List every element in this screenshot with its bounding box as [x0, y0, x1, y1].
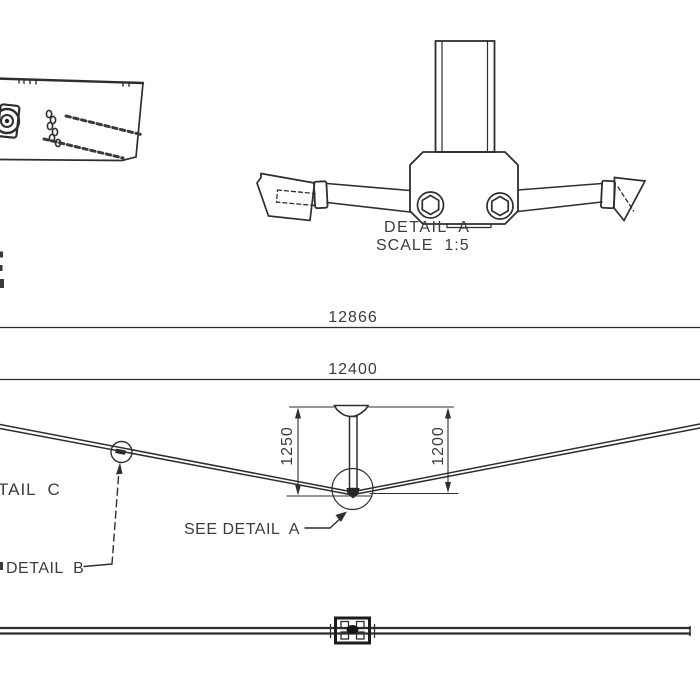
leader-arrow-b — [116, 462, 123, 475]
callout-detail-b: DETAIL B — [6, 560, 85, 577]
clipped-text-fragments — [0, 251, 4, 570]
side-view-partial — [0, 77, 145, 162]
leader-arrow-a — [335, 511, 347, 522]
overall-dimension-lines — [0, 326, 700, 381]
detail-a-circle — [331, 467, 374, 511]
bolt-right — [486, 192, 514, 220]
callout-see-detail-a: SEE DETAIL A — [184, 521, 300, 538]
plan-view — [0, 616, 692, 645]
dim-1200-line — [445, 407, 451, 493]
detail-b-circle — [110, 440, 133, 464]
detail-a-view — [256, 40, 647, 229]
hub-end-view — [0, 103, 21, 139]
dim-right-drop: 1200 — [430, 426, 447, 466]
dim-1250-line — [295, 407, 301, 496]
detail-a-title: DETAIL A — [384, 219, 471, 236]
center-hub-block — [334, 616, 371, 645]
bolt-left — [416, 191, 445, 219]
detail-a-scale: SCALE 1:5 — [376, 237, 470, 254]
dim-left-drop: 1250 — [279, 426, 296, 466]
callout-detail-c: TAIL C — [0, 480, 61, 499]
dim-inner-width: 12400 — [328, 361, 378, 378]
front-elevation — [0, 404, 700, 568]
dim-overall-width: 12866 — [328, 309, 378, 326]
